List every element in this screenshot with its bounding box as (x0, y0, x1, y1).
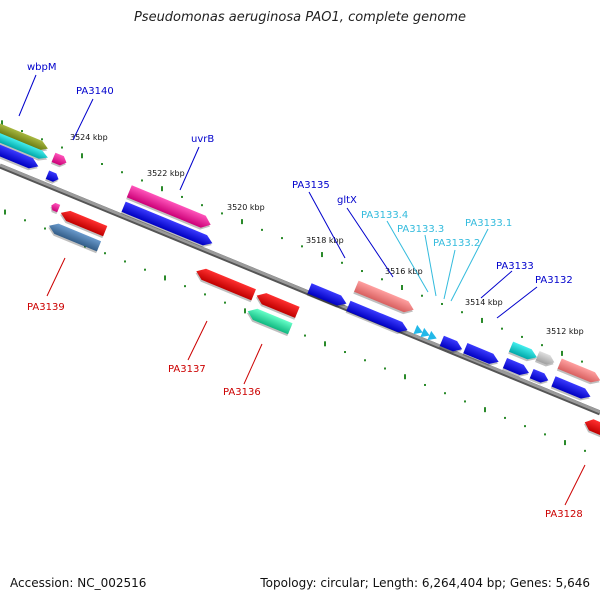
cds-PA3132[interactable] (550, 376, 593, 403)
cds-steel[interactable] (46, 221, 102, 254)
cds-gltX[interactable] (353, 280, 416, 318)
gene-label-PA3128[interactable]: PA3128 (545, 509, 583, 520)
scale-label: 3524 kbp (70, 133, 108, 142)
gene-label-PA3133.4[interactable]: PA3133.4 (361, 210, 408, 221)
cds-grey[interactable] (535, 350, 556, 369)
cds-PA3128[interactable] (582, 417, 600, 438)
cds-blue[interactable] (44, 170, 60, 186)
cds-PA3133[interactable] (462, 343, 501, 369)
scale-ticks-upper (1, 120, 583, 363)
scale-labels: 3524 kbp 3522 kbp 3520 kbp 3518 kbp 3516… (70, 133, 584, 336)
ncrna-feature[interactable] (427, 330, 438, 343)
gene-label-PA3132[interactable]: PA3132 (535, 275, 573, 286)
cds-PA3137[interactable] (193, 266, 256, 303)
cds-uvrB-blue[interactable] (120, 201, 215, 251)
scale-label: 3512 kbp (546, 327, 584, 336)
gene-label-gltX[interactable]: gltX (337, 195, 357, 206)
cds-PA3136[interactable] (245, 306, 293, 337)
gene-label-PA3133.1[interactable]: PA3133.1 (465, 218, 512, 229)
cds-gltX-blue[interactable] (345, 300, 410, 337)
cds-red[interactable] (58, 208, 108, 239)
cds-blue[interactable] (438, 335, 464, 356)
gene-label-PA3135[interactable]: PA3135 (292, 180, 330, 191)
scale-label: 3516 kbp (385, 267, 423, 276)
genome-backbone (0, 163, 600, 416)
cds-PA3135[interactable] (306, 283, 349, 310)
cds-red[interactable] (254, 290, 300, 320)
scale-label: 3514 kbp (465, 298, 503, 307)
cds-uvrB[interactable] (126, 185, 213, 232)
cds-teal[interactable] (0, 132, 50, 163)
gene-label-wbpM[interactable]: wbpM (27, 62, 57, 73)
label-leader-lines (18, 74, 586, 506)
scale-label: 3518 kbp (306, 236, 344, 245)
gene-label-PA3136[interactable]: PA3136 (223, 387, 261, 398)
gene-label-PA3140[interactable]: PA3140 (76, 86, 114, 97)
gene-label-PA3137[interactable]: PA3137 (168, 364, 206, 375)
cds-salmon[interactable] (556, 358, 600, 388)
cds-teal[interactable] (508, 341, 539, 365)
cds-blue[interactable] (502, 357, 531, 380)
gene-label-PA3133.2[interactable]: PA3133.2 (433, 238, 480, 249)
cds-pink[interactable] (50, 152, 69, 169)
map-title: Pseudomonas aeruginosa PAO1, complete ge… (133, 10, 467, 25)
gene-label-PA3133[interactable]: PA3133 (496, 261, 534, 272)
gene-labels: wbpM PA3140 uvrB PA3135 gltX PA3133.4 PA… (27, 62, 583, 520)
ncrna-feature[interactable] (420, 327, 431, 340)
cds-pink-small[interactable] (49, 202, 61, 215)
cds-blue[interactable] (529, 368, 550, 387)
scale-label: 3520 kbp (227, 203, 265, 212)
genome-summary: Topology: circular; Length: 6,264,404 bp… (260, 576, 590, 590)
cds-olive[interactable] (0, 122, 50, 155)
gene-features (0, 122, 600, 438)
cds-blue[interactable] (0, 144, 40, 174)
scale-label: 3522 kbp (147, 169, 185, 178)
gene-label-uvrB[interactable]: uvrB (191, 134, 214, 145)
gene-label-PA3133.3[interactable]: PA3133.3 (397, 224, 444, 235)
gene-label-PA3139[interactable]: PA3139 (27, 302, 65, 313)
ncrna-feature[interactable] (413, 324, 424, 337)
accession-label: Accession: NC_002516 (10, 576, 147, 590)
